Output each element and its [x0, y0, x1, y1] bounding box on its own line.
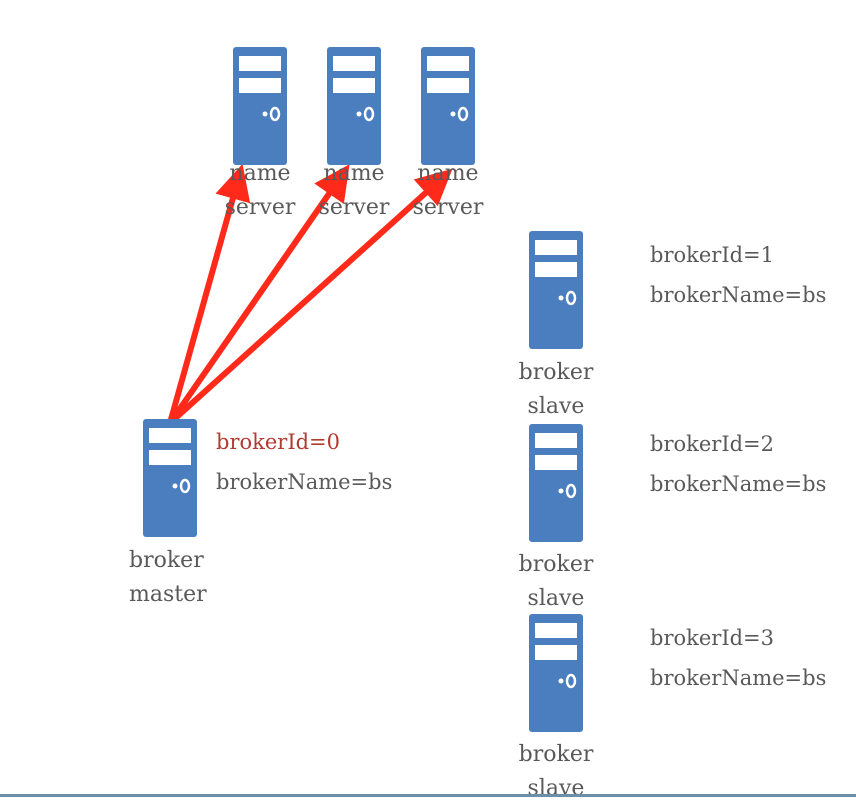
- name-server-label-line2: server: [412, 195, 484, 220]
- broker-slave-label: broker slave: [501, 548, 611, 616]
- name-server-label-line1: name: [229, 161, 291, 186]
- name-server-label-line2: server: [318, 195, 390, 220]
- broker-master-label-line1: broker: [129, 548, 204, 573]
- broker-master-label: broker master: [129, 544, 207, 612]
- broker-slave-label-line2: slave: [527, 586, 585, 611]
- name-server-icon: [327, 47, 381, 165]
- broker-slave-label-line2: slave: [527, 776, 585, 801]
- broker-slave-label-line1: broker: [518, 360, 594, 385]
- broker-slave-label-line1: broker: [518, 552, 594, 577]
- name-server-label: name server: [393, 157, 503, 225]
- name-server-label: name server: [205, 157, 315, 225]
- broker-master-server-icon: [143, 419, 197, 537]
- name-server-label-line2: server: [224, 195, 296, 220]
- broker-slave-name: brokerName=bs: [650, 666, 827, 690]
- broker-slave-properties: brokerId=1 brokerName=bs: [650, 235, 826, 315]
- broker-slave-server-icon: [529, 424, 583, 542]
- broker-slave-server-icon: [529, 231, 583, 349]
- broker-slave-label-line2: slave: [527, 394, 585, 419]
- broker-slave-id: brokerId=2: [650, 432, 775, 456]
- broker-master-id: brokerId=0: [216, 430, 341, 454]
- broker-slave-label: broker slave: [501, 356, 611, 424]
- broker-slave-server-icon: [529, 614, 583, 732]
- broker-slave-label-line1: broker: [518, 742, 594, 767]
- broker-master-properties: brokerId=0 brokerName=bs: [216, 422, 392, 502]
- broker-slave-id: brokerId=1: [650, 243, 775, 267]
- name-server-icon: [421, 47, 475, 165]
- bottom-border: [0, 794, 856, 797]
- broker-slave-properties: brokerId=2 brokerName=bs: [650, 424, 826, 504]
- broker-slave-name: brokerName=bs: [650, 472, 827, 496]
- broker-slave-properties: brokerId=3 brokerName=bs: [650, 618, 826, 698]
- broker-master-name: brokerName=bs: [216, 470, 393, 494]
- name-server-label-line1: name: [417, 161, 479, 186]
- broker-slave-name: brokerName=bs: [650, 283, 827, 307]
- name-server-label-line1: name: [323, 161, 385, 186]
- broker-master-label-line2: master: [129, 582, 207, 607]
- broker-slave-id: brokerId=3: [650, 626, 775, 650]
- name-server-label: name server: [299, 157, 409, 225]
- name-server-icon: [233, 47, 287, 165]
